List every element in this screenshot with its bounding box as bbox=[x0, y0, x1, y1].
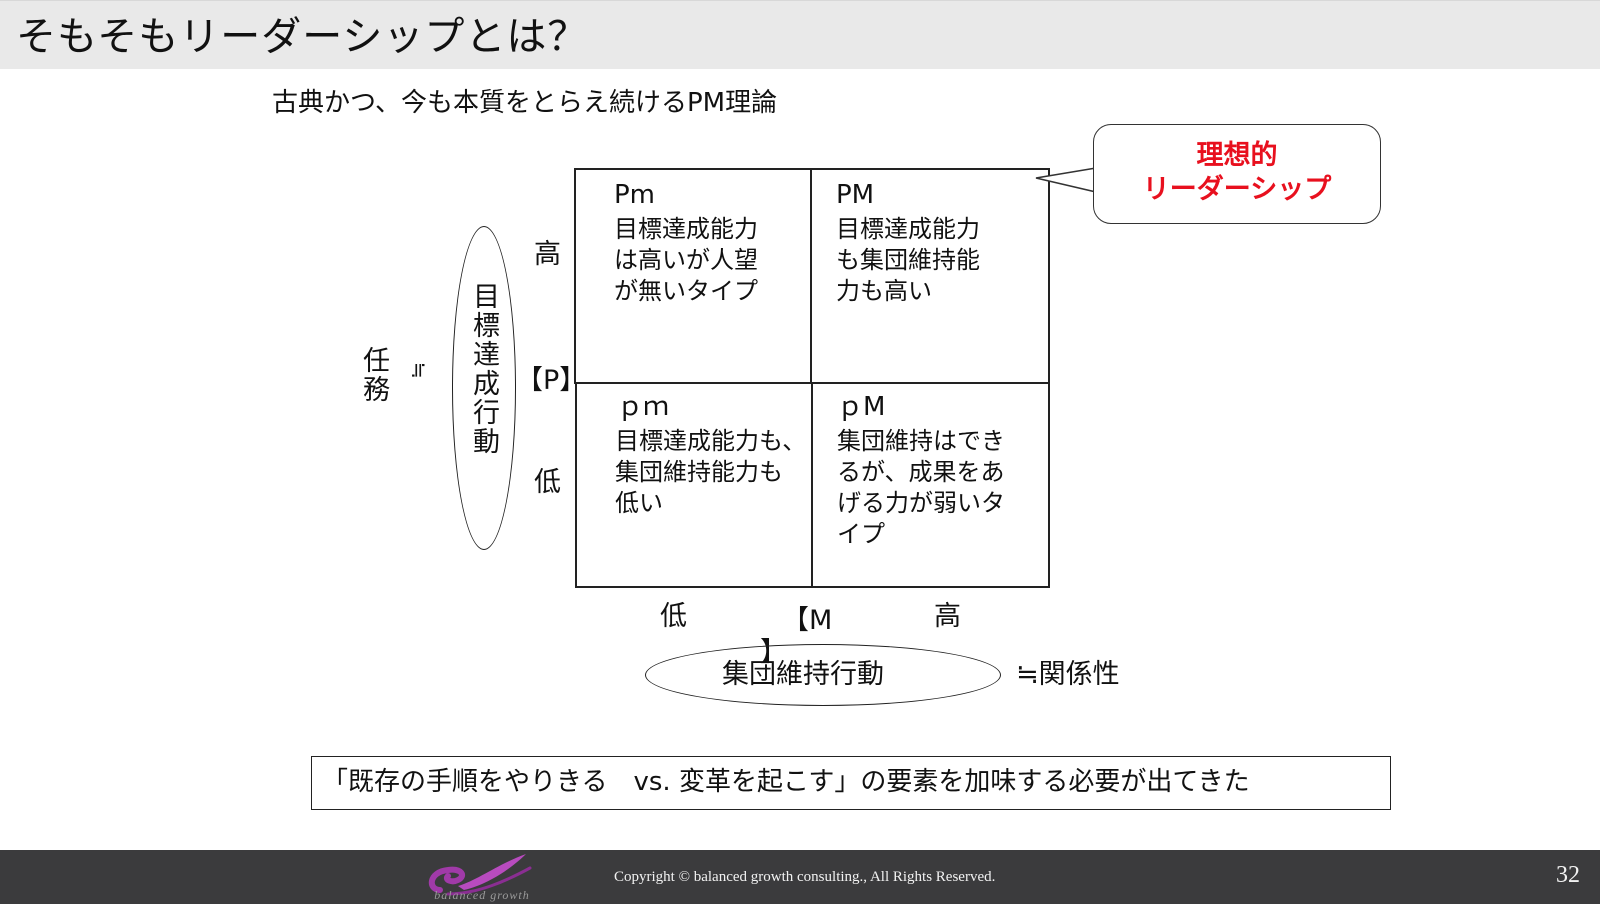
x-axis-label: 集団維持行動 bbox=[722, 659, 884, 690]
cell-bottom-right-title: ｐM bbox=[837, 392, 886, 422]
logo-text: balanced growth bbox=[434, 888, 530, 902]
x-axis-code-label: 【M bbox=[782, 605, 833, 636]
x-axis-note: ≒関係性 bbox=[1016, 659, 1120, 690]
cell-top-left: Pm 目標達成能力 は高いが人望 が無いタイプ bbox=[574, 168, 812, 384]
cell-bottom-right: ｐM 集団維持はでき るが、成果をあ げる力が弱いタ イプ bbox=[811, 382, 1050, 588]
cell-top-right: PM 目標達成能力 も集団維持能 力も高い bbox=[810, 168, 1050, 384]
x-axis-label-ellipse bbox=[645, 644, 1001, 706]
y-axis-high-label: 高 bbox=[534, 239, 561, 270]
cell-top-right-body: 目標達成能力 も集団維持能 力も高い bbox=[836, 215, 980, 305]
slide-title: そもそもリーダーシップとは？ bbox=[16, 14, 589, 60]
bottom-message-box: 「既存の手順をやりきる vs. 変革を起こす」の要素を加味する必要が出てきた bbox=[311, 756, 1391, 810]
bottom-message: 「既存の手順をやりきる vs. 変革を起こす」の要素を加味する必要が出てきた bbox=[322, 767, 1250, 797]
cell-top-right-title: PM bbox=[836, 180, 875, 210]
cell-top-left-body: 目標達成能力 は高いが人望 が無いタイプ bbox=[614, 215, 758, 305]
cell-bottom-right-body: 集団維持はでき るが、成果をあ げる力が弱いタ イプ bbox=[837, 427, 1005, 548]
x-axis-high-label: 高 bbox=[934, 601, 961, 632]
slide-subtitle: 古典かつ、今も本質をとらえ続けるPM理論 bbox=[272, 88, 778, 118]
y-axis-code-label: 【P】 bbox=[516, 365, 587, 396]
ideal-leadership-callout: 理想的 リーダーシップ bbox=[1093, 124, 1381, 224]
callout-line-1: 理想的 bbox=[1196, 140, 1278, 171]
y-axis-label-ellipse bbox=[452, 226, 516, 550]
cell-bottom-left-title: ｐｍ bbox=[617, 392, 670, 422]
copyright-text: Copyright © balanced growth consulting.,… bbox=[614, 869, 996, 885]
footer: balanced growth Copyright © balanced gro… bbox=[0, 850, 1600, 904]
title-bar: そもそもリーダーシップとは？ bbox=[0, 0, 1600, 69]
y-axis-label: 目標達成行動 bbox=[468, 282, 499, 456]
y-axis-low-label: 低 bbox=[534, 467, 561, 498]
balanced-growth-logo-icon bbox=[428, 854, 532, 896]
cell-bottom-left-body: 目標達成能力も、 集団維持能力も 低い bbox=[615, 427, 807, 517]
y-axis-note: 任務 bbox=[358, 346, 389, 404]
cell-top-left-title: Pm bbox=[614, 180, 656, 210]
y-axis-note-mark: ≒ bbox=[407, 362, 431, 381]
callout-line-2: リーダーシップ bbox=[1142, 174, 1332, 205]
cell-bottom-left: ｐｍ 目標達成能力も、 集団維持能力も 低い bbox=[575, 382, 813, 588]
x-axis-low-label: 低 bbox=[660, 601, 687, 632]
callout-pointer bbox=[1035, 167, 1098, 193]
page-number: 32 bbox=[1556, 862, 1580, 888]
